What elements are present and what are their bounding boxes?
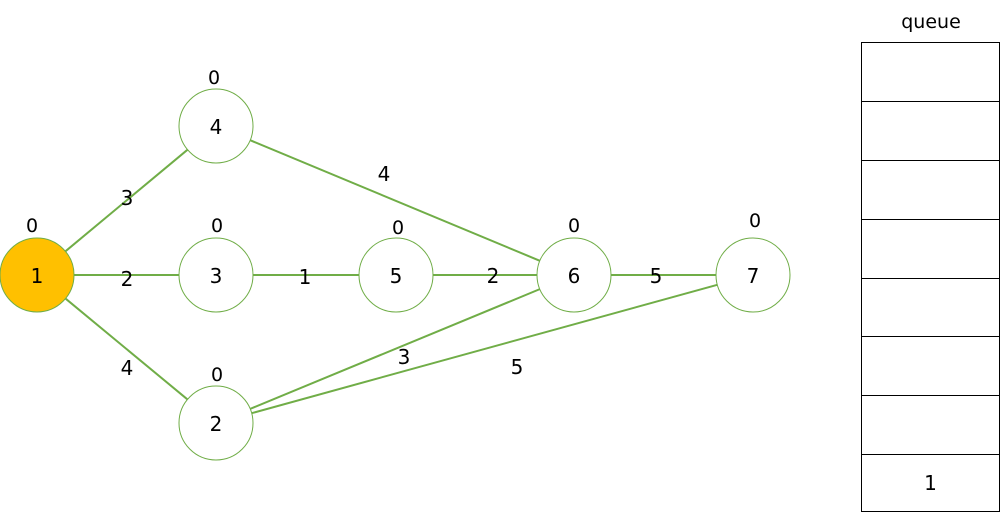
edge-weight-3-5: 1 <box>299 265 312 289</box>
edge-weight-2-6: 3 <box>398 345 411 369</box>
edge-weight-1-2: 4 <box>121 356 134 380</box>
node-distance-4: 0 <box>208 67 220 89</box>
node-6: 6 <box>536 237 612 313</box>
queue-cell <box>862 219 999 278</box>
node-4: 4 <box>178 88 254 164</box>
edge-2-7 <box>251 283 718 415</box>
node-label-3: 3 <box>210 264 223 288</box>
node-7: 7 <box>715 237 791 313</box>
queue-cell: 1 <box>862 454 999 511</box>
node-label-1: 1 <box>31 264 44 288</box>
node-distance-5: 0 <box>392 217 404 239</box>
node-label-4: 4 <box>210 115 223 139</box>
queue-cell <box>862 395 999 454</box>
edge-2-6 <box>249 288 541 410</box>
node-circle-7 <box>715 237 791 313</box>
node-label-5: 5 <box>390 264 403 288</box>
node-distance-6: 0 <box>568 215 580 237</box>
queue-cell <box>862 101 999 160</box>
node-distance-2: 0 <box>211 364 223 386</box>
queue-cell <box>862 43 999 101</box>
node-distance-7: 0 <box>749 210 761 232</box>
queue-cell <box>862 278 999 336</box>
node-circle-3 <box>178 237 254 313</box>
edge-weight-1-4: 3 <box>121 186 134 210</box>
node-1: 1 <box>0 237 75 313</box>
node-circle-4 <box>178 88 254 164</box>
edge-weight-4-6: 4 <box>378 162 391 186</box>
node-3: 3 <box>178 237 254 313</box>
queue: 1 <box>861 42 1000 512</box>
node-distance-1: 0 <box>26 215 38 237</box>
edge-weight-2-7: 5 <box>511 355 524 379</box>
node-2: 2 <box>178 385 254 461</box>
edge-4-6 <box>249 139 541 262</box>
node-5: 5 <box>358 237 434 313</box>
node-label-7: 7 <box>747 264 760 288</box>
edge-weight-6-7: 5 <box>650 264 663 288</box>
queue-cell <box>862 160 999 219</box>
queue-cell <box>862 336 999 395</box>
queue-title: queue <box>901 11 961 33</box>
edge-1-4 <box>64 148 189 253</box>
node-distance-3: 0 <box>211 215 223 237</box>
node-circle-1 <box>0 237 75 313</box>
node-circle-6 <box>536 237 612 313</box>
edge-1-2 <box>64 297 189 401</box>
node-circle-5 <box>358 237 434 313</box>
edge-weight-5-6: 2 <box>487 264 500 288</box>
edge-weight-1-3: 2 <box>121 267 134 291</box>
node-label-2: 2 <box>210 412 223 436</box>
node-label-6: 6 <box>568 264 581 288</box>
node-circle-2 <box>178 385 254 461</box>
